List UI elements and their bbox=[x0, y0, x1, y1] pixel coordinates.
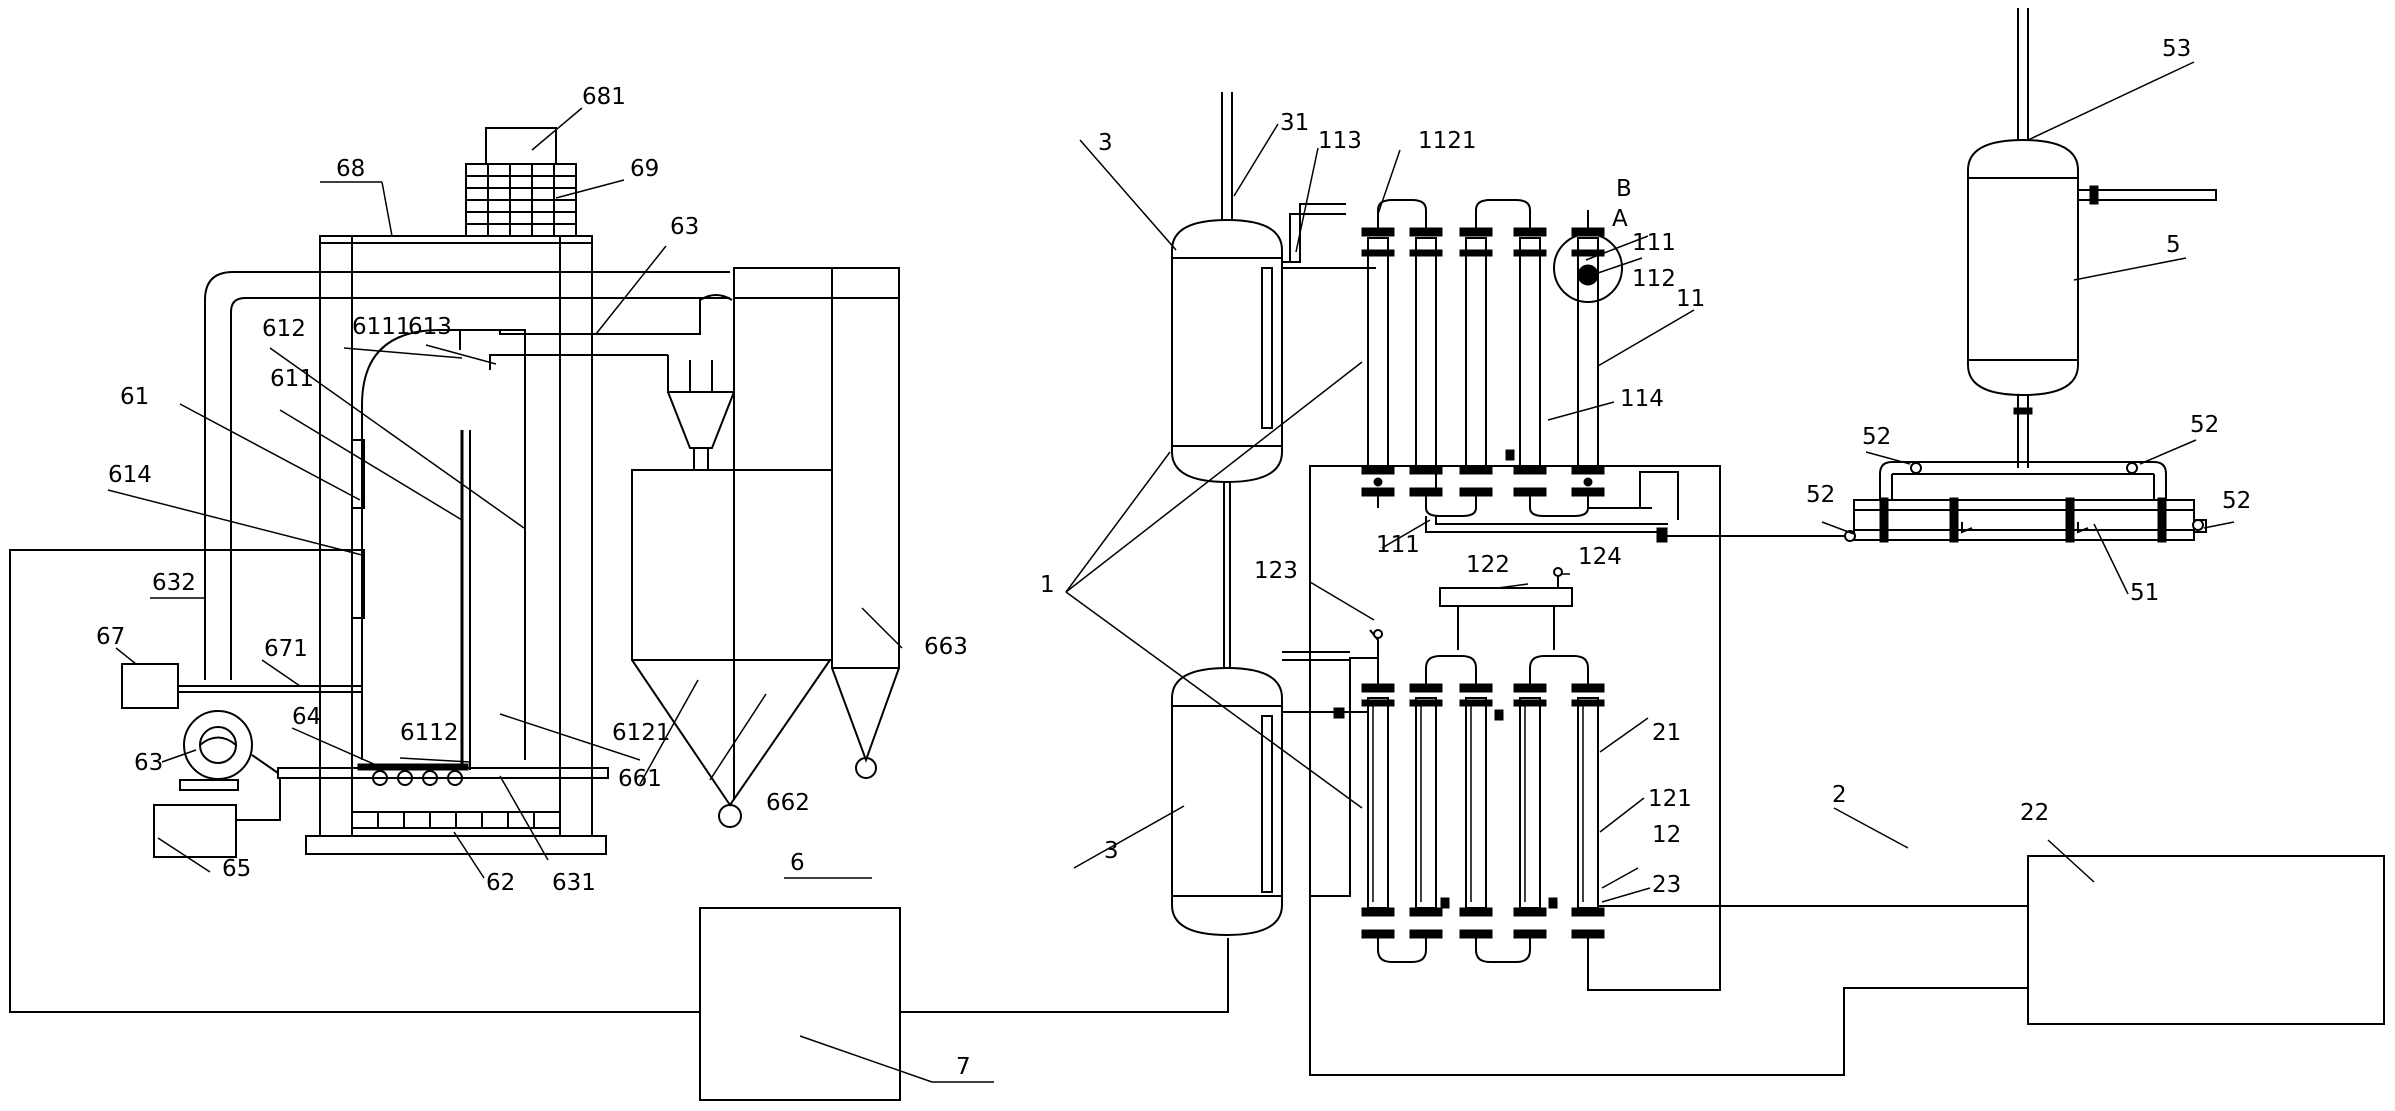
label-3-upper: 3 bbox=[1098, 130, 1113, 156]
label-124: 124 bbox=[1578, 544, 1622, 570]
label-51: 51 bbox=[2130, 580, 2159, 606]
header-51 bbox=[1853, 499, 2195, 541]
label-671: 671 bbox=[264, 636, 308, 662]
label-113: 113 bbox=[1318, 128, 1362, 154]
label-65: 65 bbox=[222, 856, 251, 882]
part-labels: 681 68 69 63 612 6111 613 611 61 614 632… bbox=[96, 36, 2251, 1080]
label-3-lower: 3 bbox=[1104, 838, 1119, 864]
label-67: 67 bbox=[96, 624, 125, 650]
lower-tube-bank bbox=[1282, 465, 2028, 1076]
label-6111: 6111 bbox=[352, 314, 411, 340]
label-69: 69 bbox=[630, 156, 659, 182]
label-11: 11 bbox=[1676, 286, 1705, 312]
label-631: 631 bbox=[552, 870, 596, 896]
heat-exchanger-69 bbox=[465, 163, 577, 237]
bag-filter bbox=[631, 267, 900, 828]
label-1121: 1121 bbox=[1418, 128, 1477, 154]
label-662: 662 bbox=[766, 790, 810, 816]
separator-tanks bbox=[1171, 92, 1376, 937]
grate bbox=[351, 811, 561, 829]
pump-65 bbox=[153, 804, 237, 858]
label-121: 121 bbox=[1648, 786, 1692, 812]
label-64: 64 bbox=[292, 704, 321, 730]
label-12: 12 bbox=[1652, 822, 1681, 848]
label-6: 6 bbox=[790, 850, 805, 876]
return-duct bbox=[204, 271, 730, 680]
label-31: 31 bbox=[1280, 110, 1309, 136]
burner-pipe bbox=[277, 763, 609, 786]
label-114: 114 bbox=[1620, 386, 1664, 412]
label-112: 112 bbox=[1632, 266, 1676, 292]
label-5: 5 bbox=[2166, 232, 2181, 258]
label-21: 21 bbox=[1652, 720, 1681, 746]
label-611: 611 bbox=[270, 366, 314, 392]
leader-lines bbox=[107, 61, 2235, 1083]
header-122 bbox=[1439, 587, 1573, 607]
label-63-top: 63 bbox=[670, 214, 699, 240]
hood-top bbox=[485, 127, 557, 165]
label-52-left: 52 bbox=[1862, 424, 1891, 450]
label-6121: 6121 bbox=[612, 720, 671, 746]
condenser-system bbox=[1844, 8, 2385, 1025]
tube-column bbox=[1367, 237, 1599, 467]
controller-67 bbox=[121, 663, 179, 709]
line-to-7 bbox=[9, 549, 700, 1013]
label-613: 613 bbox=[408, 314, 452, 340]
label-68: 68 bbox=[336, 156, 365, 182]
tank-5 bbox=[1967, 138, 2079, 397]
label-6112: 6112 bbox=[400, 720, 459, 746]
side-window bbox=[351, 439, 365, 509]
label-2: 2 bbox=[1832, 782, 1847, 808]
label-681: 681 bbox=[582, 84, 626, 110]
label-663: 663 bbox=[924, 634, 968, 660]
label-122: 122 bbox=[1466, 552, 1510, 578]
label-111-upper: 111 bbox=[1632, 230, 1676, 256]
label-7: 7 bbox=[956, 1054, 971, 1080]
tank-3-upper bbox=[1171, 218, 1283, 484]
reactor-shell bbox=[361, 329, 526, 760]
label-612: 612 bbox=[262, 316, 306, 342]
label-632: 632 bbox=[152, 570, 196, 596]
furnace-base bbox=[305, 835, 607, 855]
label-B: B bbox=[1616, 176, 1632, 202]
label-53: 53 bbox=[2162, 36, 2191, 62]
tank-3-lower bbox=[1171, 666, 1283, 937]
label-A: A bbox=[1612, 206, 1628, 232]
label-63-fan: 63 bbox=[134, 750, 163, 776]
label-111-lower: 111 bbox=[1376, 532, 1420, 558]
label-52-right: 52 bbox=[2190, 412, 2219, 438]
label-52-rightlow: 52 bbox=[2222, 488, 2251, 514]
upper-tube-bank bbox=[1310, 199, 1850, 543]
label-661: 661 bbox=[618, 766, 662, 792]
label-52-leftlow: 52 bbox=[1806, 482, 1835, 508]
label-62: 62 bbox=[486, 870, 515, 896]
unit-22 bbox=[2027, 855, 2385, 1025]
furnace-system bbox=[9, 127, 1229, 1101]
label-614: 614 bbox=[108, 462, 152, 488]
unit-7 bbox=[699, 907, 901, 1101]
label-22: 22 bbox=[2020, 800, 2049, 826]
label-23: 23 bbox=[1652, 872, 1681, 898]
cyclone-separator bbox=[667, 294, 735, 471]
label-61: 61 bbox=[120, 384, 149, 410]
fan bbox=[179, 710, 279, 791]
label-123: 123 bbox=[1254, 558, 1298, 584]
label-1: 1 bbox=[1040, 572, 1055, 598]
